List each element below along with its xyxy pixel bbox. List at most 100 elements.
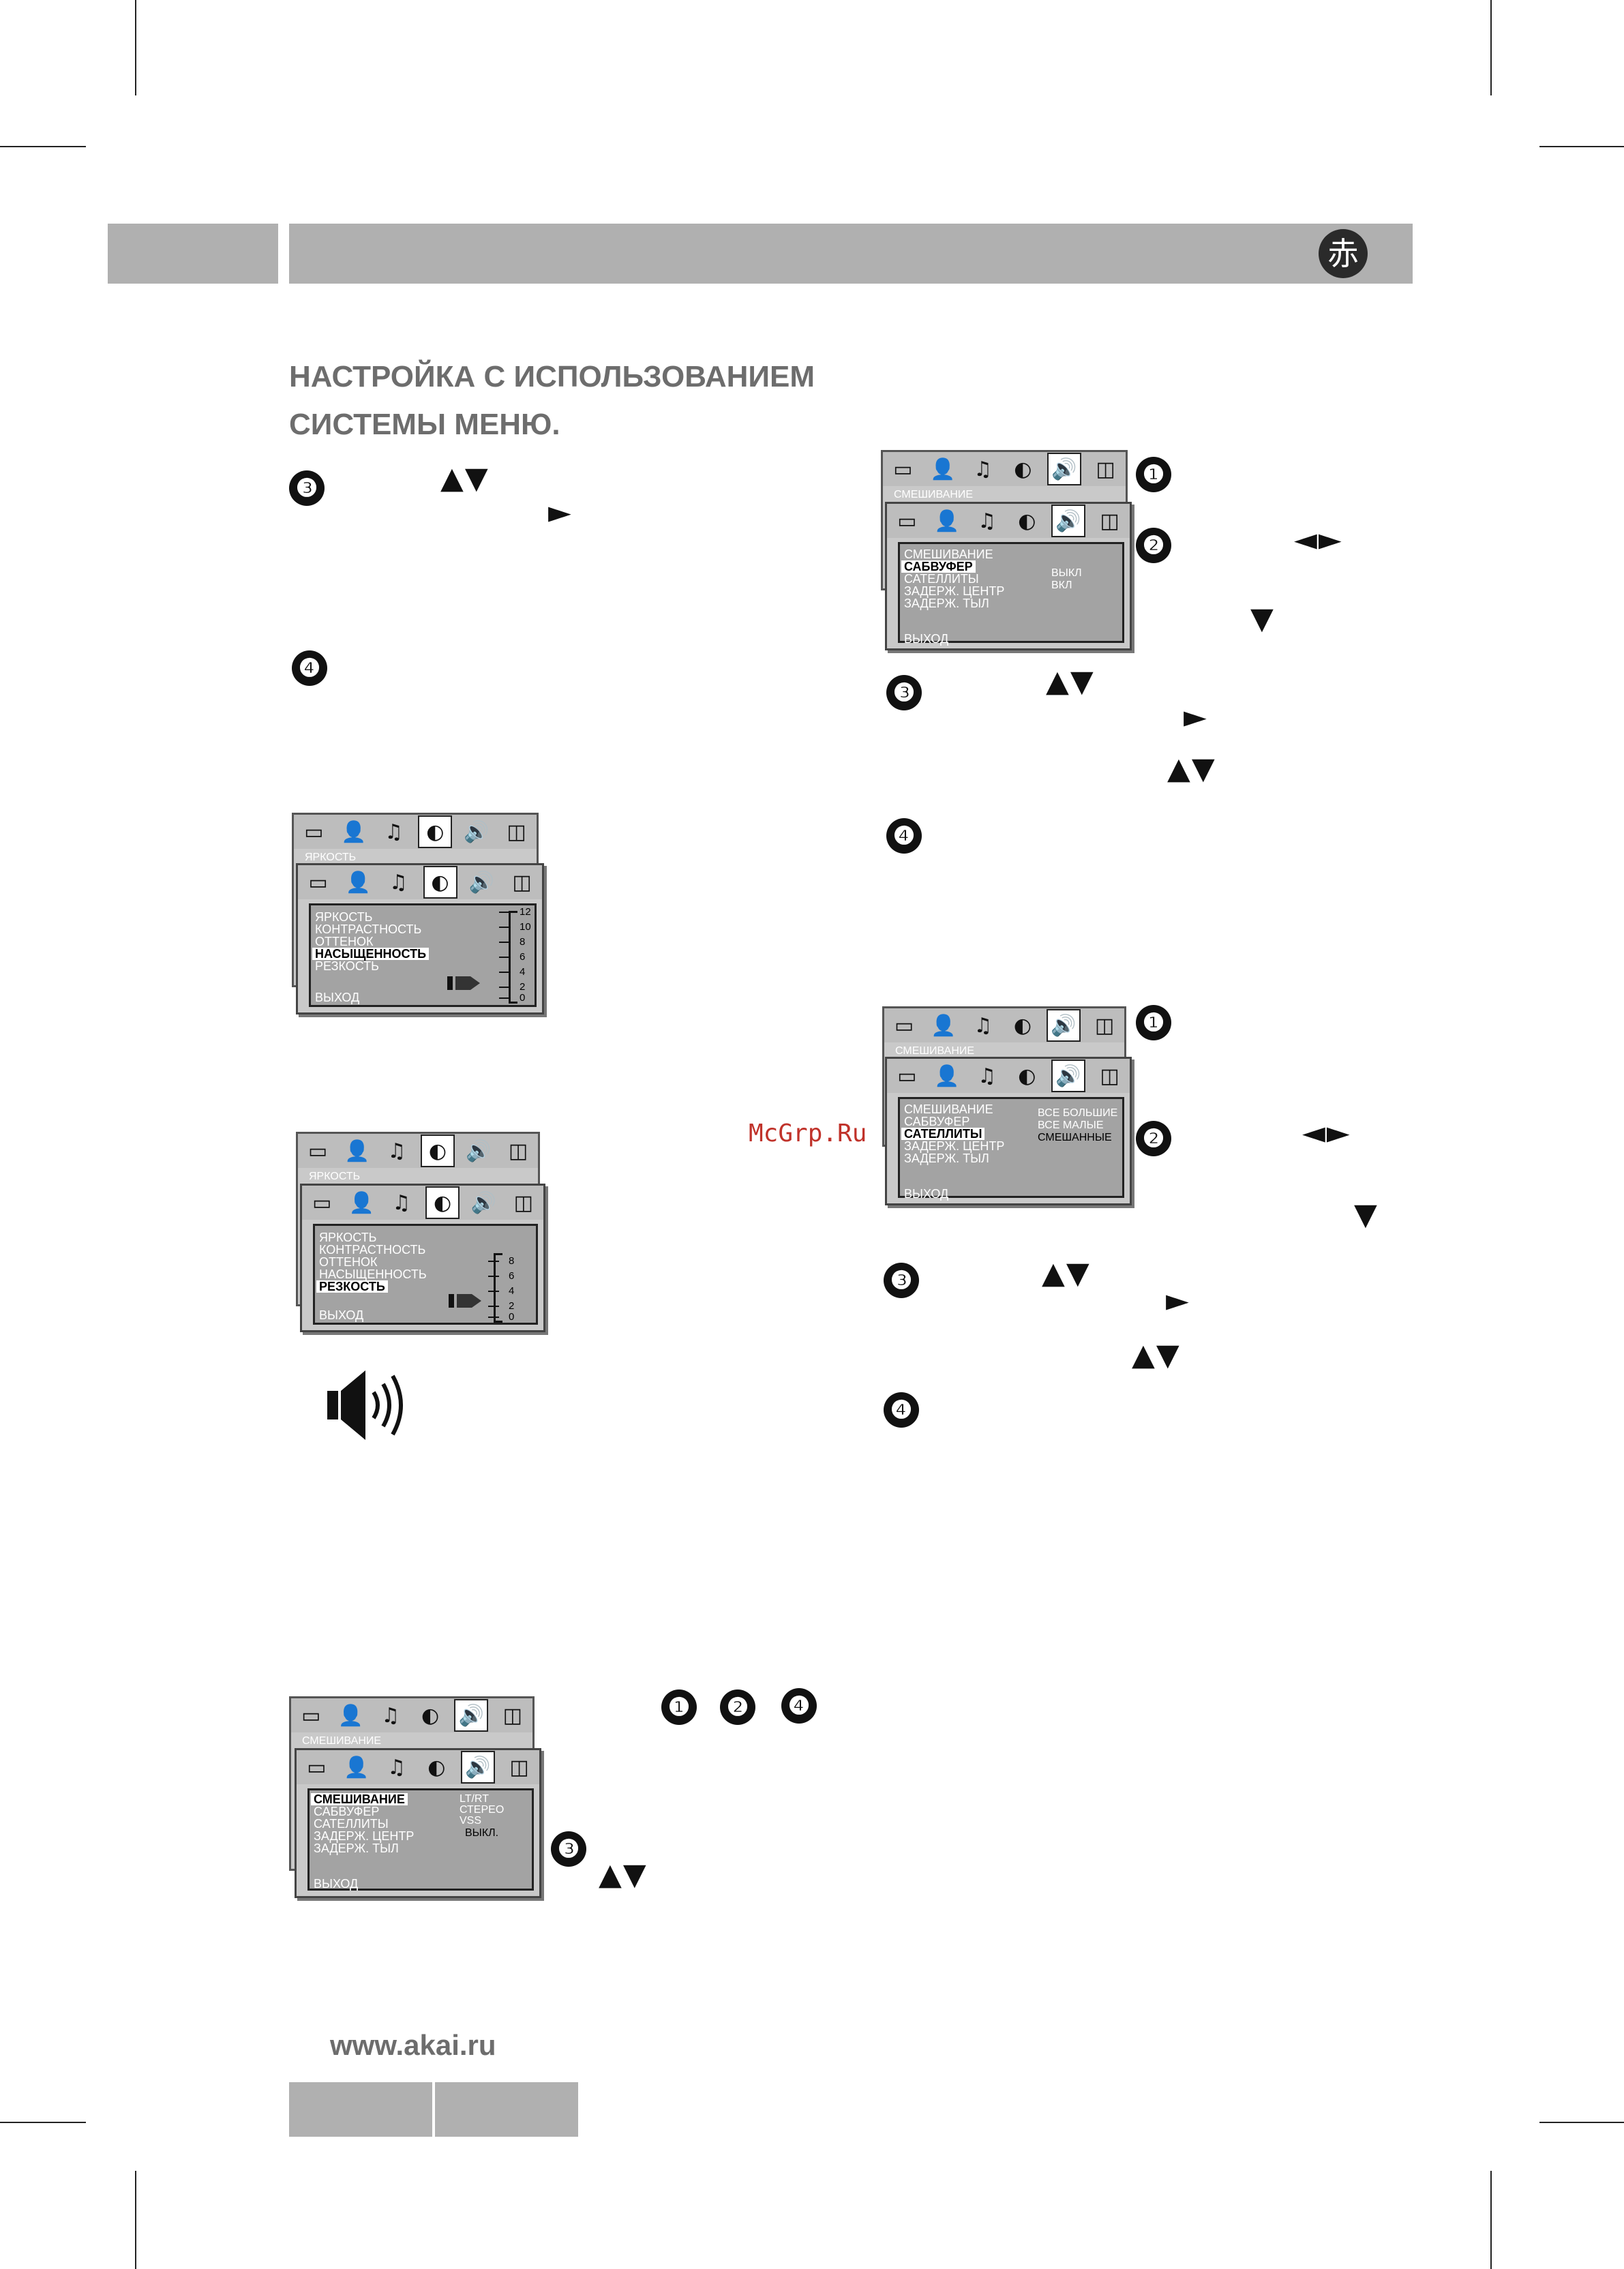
crop-mark [135,0,136,95]
step-marker-3: ❸ [289,470,325,506]
menu-item-hue[interactable]: ОТТЕНОК [319,1255,378,1269]
option-value[interactable]: ВСЕ МАЛЫЕ [1038,1120,1104,1131]
menu-item-rear-delay[interactable]: ЗАДЕРЖ. ТЫЛ [904,1152,989,1165]
menu-item-exit[interactable]: ВЫХОД [904,1187,949,1201]
step-marker-4: ❹ [781,1688,817,1724]
crop-mark [1539,2122,1624,2123]
menu-icon-bar: ▭ 👤 ♫ ◐ 🔊 ◫ [884,1008,1124,1042]
menu-item-saturation[interactable]: НАСЫЩЕННОСТЬ [312,948,430,960]
step-marker-4: ❹ [292,650,327,686]
dolby-icon: ◫ [509,1755,529,1779]
music-note-icon: ♫ [978,1064,997,1088]
option-value[interactable]: LT/RT [460,1793,489,1805]
right-arrow: ► [1166,1283,1190,1318]
dolby-icon: ◫ [1094,1013,1115,1038]
menu-icon-bar: ▭ 👤 ♫ ◐ 🔊 ◫ [887,504,1130,538]
scale-tick: 4 [487,1285,515,1297]
page-title-line2: СИСТЕМЫ МЕНЮ. [289,408,560,441]
menu-item-brightness[interactable]: ЯРКОСТЬ [315,910,373,924]
menu-item-saturation[interactable]: НАСЫЩЕННОСТЬ [319,1267,427,1281]
menu-item-mix[interactable]: СМЕШИВАНИЕ [904,547,993,561]
menu-item-mix[interactable]: СМЕШИВАНИЕ [904,1102,993,1116]
back-menu-label: ЯРКОСТЬ [309,1171,361,1182]
picture-contrast-icon: ◐ [421,1134,455,1167]
up-down-arrows: ▲▼ [440,461,490,496]
level-pointer-icon[interactable] [449,1294,481,1308]
menu-item-center-delay[interactable]: ЗАДЕРЖ. ЦЕНТР [904,1139,1005,1153]
menu-item-subwoofer[interactable]: САБВУФЕР [314,1805,380,1818]
up-down-arrows: ▲▼ [599,1857,648,1892]
up-down-arrows: ▲▼ [1042,1256,1091,1291]
menu-item-mix[interactable]: СМЕШИВАНИЕ [311,1793,408,1805]
monitor-icon: ▭ [312,1190,332,1215]
back-menu-label: СМЕШИВАНИЕ [302,1735,382,1747]
menu-item-sharpness[interactable]: РЕЗКОСТЬ [315,959,379,973]
menu-item-sharpness[interactable]: РЕЗКОСТЬ [316,1280,388,1293]
menu-item-rear-delay[interactable]: ЗАДЕРЖ. ТЫЛ [904,597,989,610]
music-note-icon: ♫ [387,1755,406,1779]
audio-menu-sat: ▭ 👤 ♫ ◐ 🔊 ◫ СМЕШИВАНИЕ САБВУФЕР САТЕЛЛИТ… [885,1057,1132,1205]
option-value[interactable]: СМЕШАННЫЕ [1038,1132,1112,1143]
option-value[interactable]: ВЫКЛ [1051,567,1082,579]
menu-icon-bar: ▭ 👤 ♫ ◐ 🔊 ◫ [298,1134,538,1168]
menu-screen: ЯРКОСТЬ КОНТРАСТНОСТЬ ОТТЕНОК НАСЫЩЕННОС… [313,1224,538,1325]
menu-item-exit[interactable]: ВЫХОД [315,991,360,1004]
menu-item-exit[interactable]: ВЫХОД [319,1308,364,1322]
menu-item-subwoofer[interactable]: САБВУФЕР [901,560,976,573]
menu-item-exit[interactable]: ВЫХОД [904,632,949,646]
music-note-icon: ♫ [387,1139,406,1163]
menu-screen: СМЕШИВАНИЕ САБВУФЕР САТЕЛЛИТЫ ЗАДЕРЖ. ЦЕ… [898,1097,1124,1201]
speaker-icon: 🔊 [470,1190,497,1215]
picture-contrast-icon: ◐ [418,815,453,848]
level-pointer-icon[interactable] [447,976,480,990]
step-marker-1: ❶ [1136,1005,1171,1040]
speaker-icon: 🔊 [468,870,495,895]
step-marker-3: ❸ [886,675,922,710]
picture-contrast-icon: ◐ [1018,1064,1036,1088]
back-menu-label: ЯРКОСТЬ [305,852,357,863]
menu-item-satellites[interactable]: САТЕЛЛИТЫ [314,1817,389,1831]
menu-item-contrast[interactable]: КОНТРАСТНОСТЬ [315,922,422,936]
speaker-icon: 🔊 [1051,505,1085,537]
speaker-icon: 🔊 [460,1751,495,1784]
down-arrow: ▼ [1250,601,1275,636]
person-chat-icon: 👤 [337,1703,364,1728]
step-marker-1: ❶ [1136,457,1171,492]
menu-item-center-delay[interactable]: ЗАДЕРЖ. ЦЕНТР [314,1829,415,1843]
menu-item-center-delay[interactable]: ЗАДЕРЖ. ЦЕНТР [904,584,1005,598]
dolby-icon: ◫ [1100,1064,1119,1088]
menu-item-exit[interactable]: ВЫХОД [314,1877,359,1891]
speaker-icon: 🔊 [1047,1009,1081,1042]
menu-item-satellites[interactable]: САТЕЛЛИТЫ [904,572,979,586]
step-marker-1: ❶ [661,1689,697,1725]
option-value[interactable]: СТЕРЕО [460,1804,505,1816]
menu-item-rear-delay[interactable]: ЗАДЕРЖ. ТЫЛ [314,1842,399,1855]
scale-tick: 2 [487,1300,515,1312]
picture-contrast-icon: ◐ [1014,457,1032,481]
scale-tick: 2 [498,981,526,993]
option-value[interactable]: ВЫКЛ. [465,1827,499,1839]
menu-item-hue[interactable]: ОТТЕНОК [315,935,374,948]
menu-item-subwoofer[interactable]: САБВУФЕР [904,1115,970,1128]
left-right-arrows: ◄► [1302,1115,1351,1150]
picture-contrast-icon: ◐ [423,866,457,899]
monitor-icon: ▭ [897,509,917,533]
level-scale [494,1253,502,1323]
menu-item-brightness[interactable]: ЯРКОСТЬ [319,1231,377,1244]
crop-mark [0,146,86,147]
menu-item-satellites[interactable]: САТЕЛЛИТЫ [901,1128,985,1140]
menu-item-contrast[interactable]: КОНТРАСТНОСТЬ [319,1243,426,1257]
monitor-icon: ▭ [307,1755,327,1779]
monitor-icon: ▭ [894,1013,914,1038]
crop-mark [1490,0,1492,95]
footer-url[interactable]: www.akai.ru [330,2029,496,2061]
option-value[interactable]: ВСЕ БОЛЬШИЕ [1038,1107,1118,1119]
page-title: НАСТРОЙКА С ИСПОЛЬЗОВАНИЕМ СИСТЕМЫ МЕНЮ. [289,353,815,449]
option-value[interactable]: ВКЛ [1051,580,1072,591]
option-value[interactable]: VSS [460,1815,482,1827]
speaker-icon: 🔊 [466,1139,492,1163]
dolby-icon: ◫ [512,870,532,895]
footer-band-left [289,2082,432,2137]
down-arrow: ▼ [1354,1197,1379,1232]
person-chat-icon: 👤 [344,1755,370,1779]
